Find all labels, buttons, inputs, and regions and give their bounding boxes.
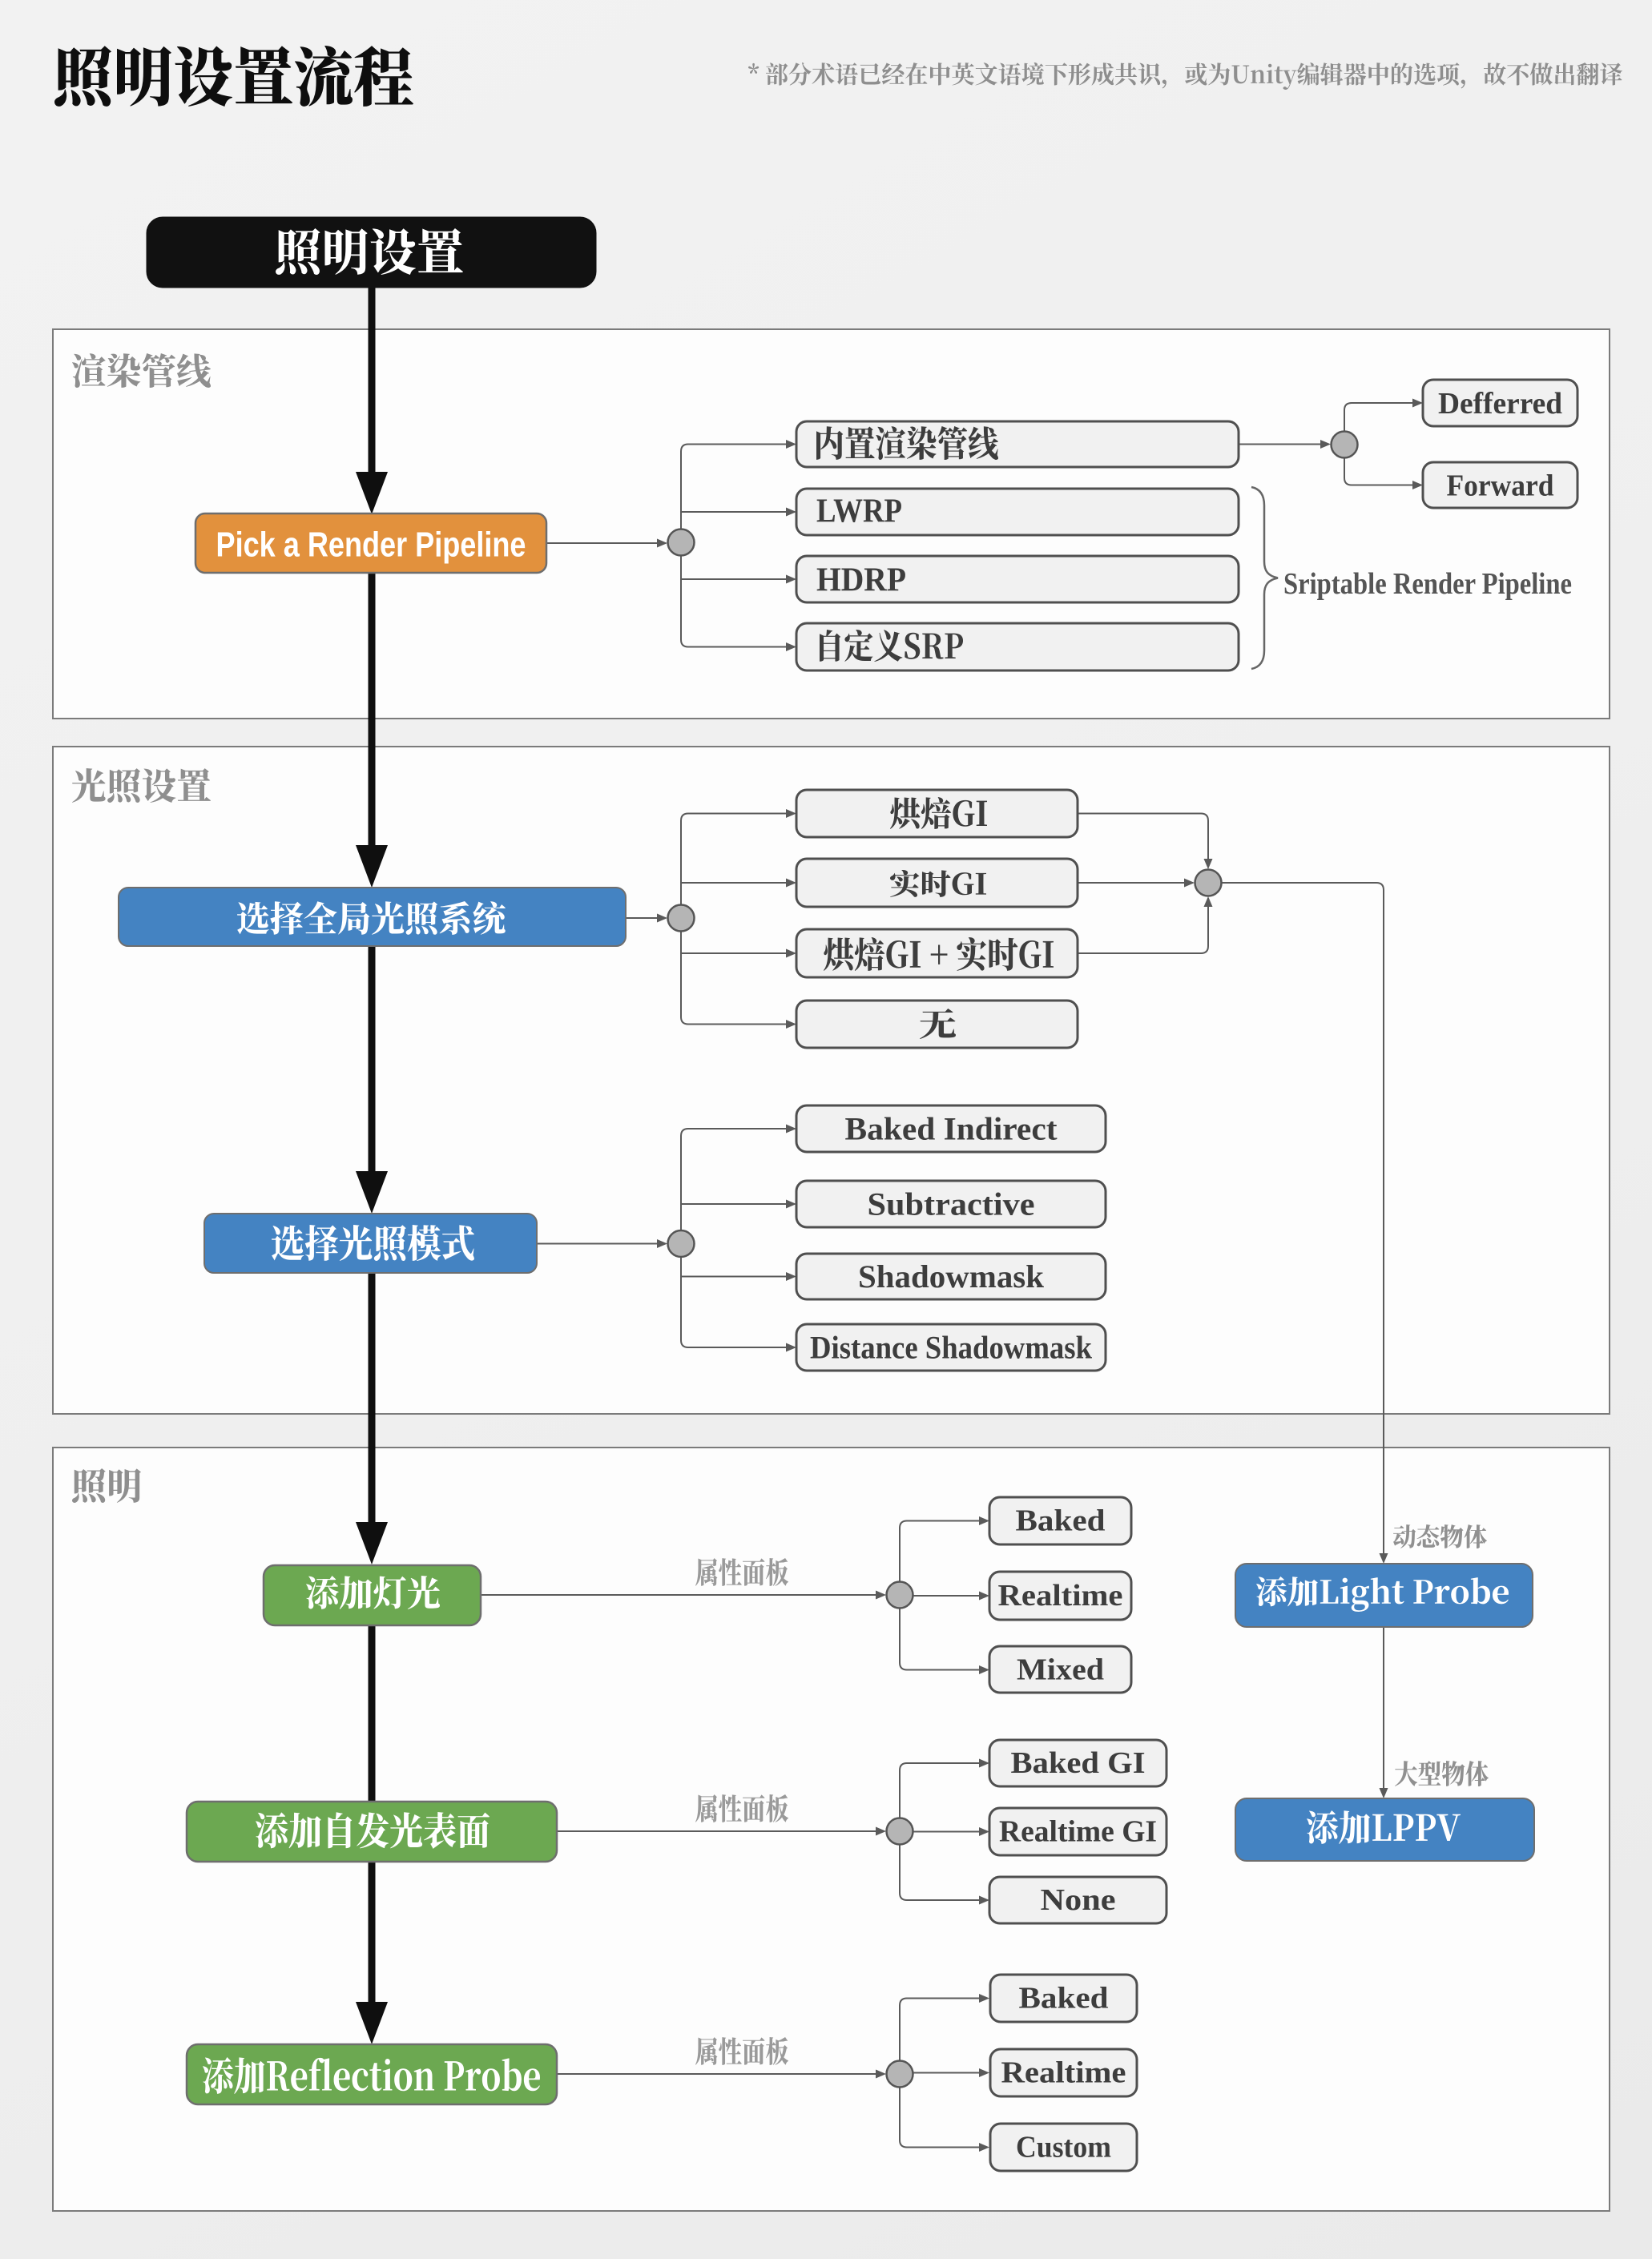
svg-text:Distance Shadowmask: Distance Shadowmask [810, 1330, 1093, 1366]
svg-text:Realtime GI: Realtime GI [999, 1815, 1157, 1849]
svg-text:Baked Indirect: Baked Indirect [845, 1111, 1058, 1147]
svg-text:Baked GI: Baked GI [1011, 1746, 1146, 1780]
svg-text:Subtractive: Subtractive [868, 1186, 1035, 1222]
svg-text:Realtime: Realtime [1001, 2056, 1126, 2090]
svg-text:HDRP: HDRP [816, 562, 906, 599]
svg-text:Mixed: Mixed [1017, 1653, 1104, 1687]
svg-text:LWRP: LWRP [816, 493, 902, 530]
svg-text:Pick a Render Pipeline: Pick a Render Pipeline [216, 525, 526, 565]
svg-text:Baked: Baked [1016, 1504, 1106, 1538]
svg-text:Shadowmask: Shadowmask [858, 1258, 1045, 1295]
svg-text:Sriptable Render Pipeline: Sriptable Render Pipeline [1283, 567, 1572, 601]
svg-text:Baked: Baked [1019, 1982, 1109, 2015]
svg-text:Defferred: Defferred [1438, 387, 1562, 421]
svg-text:Realtime: Realtime [998, 1579, 1123, 1613]
svg-text:Forward: Forward [1447, 469, 1554, 503]
svg-text:Custom: Custom [1016, 2131, 1111, 2164]
svg-text:None: None [1041, 1883, 1116, 1917]
